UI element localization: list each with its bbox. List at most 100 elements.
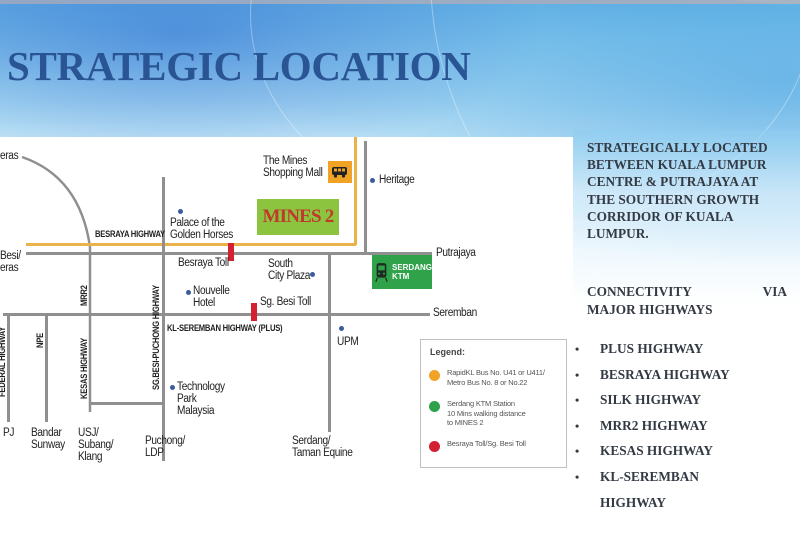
- heritage-road: [364, 141, 367, 255]
- map-label: Serdang/: [292, 435, 331, 447]
- map-label: Shopping Mall: [263, 167, 323, 179]
- map-label: South: [268, 258, 293, 270]
- legend-text: Besraya Toll/Sg. Besi Toll: [447, 439, 526, 448]
- slide-title: STRATEGIC LOCATION: [7, 43, 471, 89]
- legend-item-bus: RapidKL Bus No. U41 or U411/ Metro Bus N…: [429, 368, 545, 387]
- highway-label: SG.BESI-PUCHONG HIGHWAY: [151, 285, 161, 390]
- map-label: Golden Horses: [170, 229, 233, 241]
- list-item: • BESRAYA HIGHWAY: [575, 366, 730, 392]
- map-label: Sunway: [31, 439, 65, 451]
- map-label: Taman Equine: [292, 447, 353, 459]
- red-circle-icon: [429, 441, 440, 452]
- map-label: eras: [0, 262, 19, 274]
- besraya-toll-marker: [228, 243, 234, 261]
- map-label: LDP: [145, 447, 164, 459]
- list-item: • PLUS HIGHWAY: [575, 340, 730, 366]
- heritage-location-dot: [370, 178, 375, 183]
- legend-text: to MINES 2: [447, 418, 484, 427]
- highway-label: BESRAYA HIGHWAY: [95, 229, 165, 239]
- list-item-text: KESAS HIGHWAY: [600, 443, 713, 459]
- kesas-connector: [90, 402, 164, 405]
- map-label: Klang: [78, 451, 103, 463]
- map-label: Subang/: [78, 439, 114, 451]
- map-label: Besraya Toll: [178, 257, 229, 269]
- highway-list: • PLUS HIGHWAY • BESRAYA HIGHWAY • SILK HIG…: [575, 340, 730, 519]
- connectivity-word: VIA: [762, 284, 787, 299]
- legend-text: Metro Bus No. 8 or No.22: [447, 377, 528, 387]
- map-label: Sg. Besi Toll: [260, 296, 311, 308]
- kl-seremban-highway-line: [3, 313, 430, 316]
- highway-label: FEDERAL HIGHWAY: [0, 326, 7, 397]
- list-item: • KESAS HIGHWAY: [575, 442, 730, 468]
- green-circle-icon: [429, 401, 440, 412]
- legend-text: 10 Mins walking distance: [447, 408, 526, 418]
- text-panel-background: [573, 130, 800, 290]
- map-label: City Plaza: [268, 270, 311, 282]
- map-label: Palace of the: [170, 217, 225, 229]
- highway-label: KL-SEREMBAN HIGHWAY (PLUS): [167, 323, 283, 333]
- legend-text: RapidKL Bus No. U41 or U411/: [447, 368, 545, 377]
- legend-item-toll: Besraya Toll/Sg. Besi Toll: [429, 439, 526, 452]
- mines2-logo: MINES 2: [257, 199, 339, 235]
- bullet-icon: •: [575, 367, 580, 382]
- map-label: eras: [0, 150, 19, 162]
- connectivity-subheading: MAJOR HIGHWAYS: [587, 302, 713, 317]
- list-item-text: HIGHWAY: [600, 494, 667, 510]
- bullet-icon: •: [575, 342, 580, 356]
- map-label: Heritage: [379, 174, 415, 186]
- highway-label: NPE: [35, 333, 45, 348]
- map-label: USJ/: [78, 427, 99, 439]
- besraya-highway-line: [354, 137, 357, 245]
- map-label: Technology: [177, 381, 225, 393]
- bullet-icon: •: [575, 469, 580, 484]
- map-label: Park: [177, 393, 197, 405]
- south-city-location-dot: [310, 272, 315, 277]
- train-icon: [375, 263, 388, 282]
- map-label: Besi/: [0, 250, 21, 262]
- connectivity-heading: CONNECTIVITY VIA MAJOR HIGHWAYS: [587, 283, 787, 319]
- serdang-ktm-badge: SERDANG KTM: [372, 255, 432, 289]
- map-label: Puchong/: [145, 435, 185, 447]
- highway-label: KESAS HIGHWAY: [79, 337, 89, 399]
- list-item-text: BESRAYA HIGHWAY: [600, 366, 730, 382]
- sg-besi-toll-marker: [251, 303, 257, 321]
- list-item-text: KL-SEREMBAN: [600, 468, 699, 484]
- legend-text: Serdang KTM Station: [447, 399, 515, 408]
- mrr2-curve: [21, 155, 92, 412]
- map-label: The Mines: [263, 155, 308, 167]
- list-item-text: SILK HIGHWAY: [600, 392, 702, 408]
- map-label: Malaysia: [177, 405, 215, 417]
- serdang-road: [328, 254, 331, 432]
- list-item-text: PLUS HIGHWAY: [600, 341, 704, 356]
- bullet-icon: •: [575, 444, 580, 459]
- highway-label: MRR2: [79, 285, 89, 306]
- map-label: PJ: [3, 427, 15, 439]
- tech-park-location-dot: [170, 385, 175, 390]
- nouvelle-location-dot: [186, 290, 191, 295]
- map-label: Seremban: [433, 307, 477, 319]
- upm-location-dot: [339, 326, 344, 331]
- map-label: Putrajaya: [436, 247, 476, 259]
- map-legend: Legend: RapidKL Bus No. U41 or U411/ Met…: [420, 339, 567, 468]
- bus-icon: [328, 161, 352, 183]
- orange-circle-icon: [429, 370, 440, 381]
- besraya-highway-line: [26, 243, 356, 246]
- connectivity-word: CONNECTIVITY: [587, 284, 692, 299]
- palace-location-dot: [178, 209, 183, 214]
- list-item-text: MRR2 HIGHWAY: [600, 417, 708, 433]
- list-item: • KL-SEREMBAN: [575, 468, 730, 494]
- federal-highway-line: [7, 314, 10, 422]
- bullet-icon: •: [575, 418, 580, 433]
- map-label: Nouvelle: [193, 285, 230, 297]
- location-map: eras Besi/ eras The Mines Shopping Mall …: [0, 137, 573, 477]
- sg-besi-puchong-highway-line: [162, 177, 165, 461]
- list-item-continuation: HIGHWAY: [575, 494, 730, 520]
- bus-glyph-icon: [332, 167, 347, 178]
- list-item: • SILK HIGHWAY: [575, 391, 730, 417]
- bullet-icon: •: [575, 393, 580, 408]
- ktm-badge-line2: KTM: [391, 272, 410, 281]
- npe-line: [45, 314, 48, 422]
- map-label: Bandar: [31, 427, 62, 439]
- map-label: UPM: [337, 336, 359, 348]
- map-label: Hotel: [193, 297, 215, 309]
